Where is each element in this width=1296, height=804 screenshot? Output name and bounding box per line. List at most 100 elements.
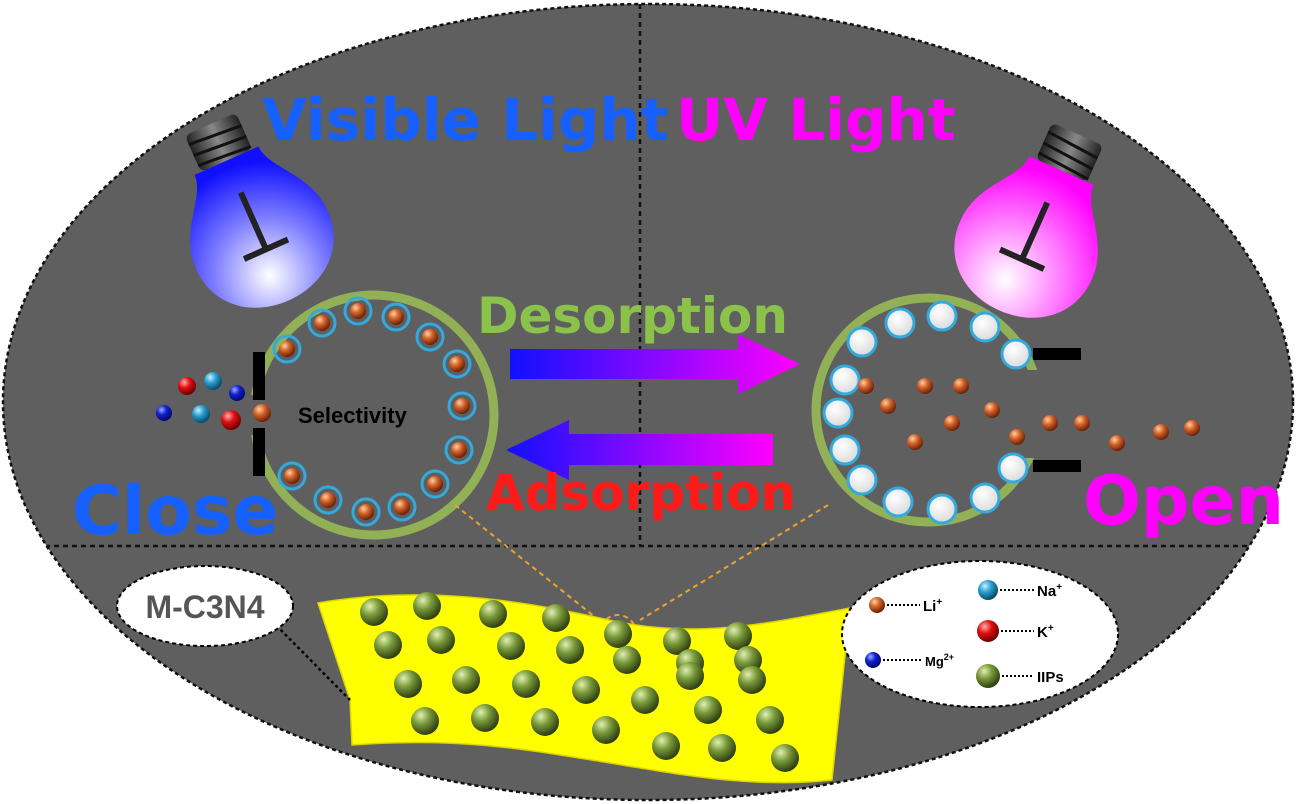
legend-iips: IIPs bbox=[976, 664, 1064, 688]
iip-sphere bbox=[427, 626, 455, 654]
empty-site bbox=[884, 307, 916, 339]
iip-sphere bbox=[471, 704, 499, 732]
imprinted-site bbox=[415, 322, 445, 352]
released-li-ion bbox=[1184, 420, 1200, 436]
li-ion bbox=[314, 315, 330, 331]
svg-text:IIPs: IIPs bbox=[1037, 669, 1064, 686]
iip-sphere bbox=[531, 708, 559, 736]
iip-sphere bbox=[374, 631, 402, 659]
imprinted-site bbox=[313, 485, 343, 515]
empty-site bbox=[926, 300, 958, 332]
legend-na: Na+ bbox=[978, 580, 1062, 600]
released-li-ion bbox=[944, 415, 960, 431]
open-imprinted-cavity bbox=[811, 293, 1200, 527]
iip-sphere bbox=[604, 620, 632, 648]
adsorption-label: Adsorption bbox=[486, 464, 796, 522]
gate-bar-bottom bbox=[253, 428, 265, 476]
adsorption-arrow bbox=[506, 420, 773, 480]
iip-sphere bbox=[413, 592, 441, 620]
empty-site bbox=[829, 364, 861, 396]
iip-sphere bbox=[738, 666, 766, 694]
open-gate-bar-bottom bbox=[1033, 460, 1081, 472]
empty-site bbox=[1000, 338, 1032, 370]
iip-sphere bbox=[572, 676, 600, 704]
iip-sphere bbox=[542, 604, 570, 632]
empty-site bbox=[822, 397, 854, 429]
empty-site bbox=[882, 486, 914, 518]
imprinted-site bbox=[420, 469, 450, 499]
iip-sphere bbox=[497, 632, 525, 660]
closed-imprinted-cavity: Selectivity bbox=[238, 290, 499, 540]
imprinted-site bbox=[277, 461, 307, 491]
empty-site bbox=[969, 311, 1001, 343]
legend-li: Li+ bbox=[869, 597, 942, 615]
released-li-ion bbox=[1153, 424, 1169, 440]
gate-bar-top bbox=[253, 352, 265, 400]
iip-sphere bbox=[479, 600, 507, 628]
imprinted-site bbox=[442, 349, 472, 379]
iip-sphere bbox=[631, 686, 659, 714]
legend-mg: Mg2+ bbox=[865, 652, 954, 669]
iip-sphere bbox=[360, 598, 388, 626]
li-ion bbox=[449, 356, 465, 372]
li-ion bbox=[454, 398, 470, 414]
imprinted-site bbox=[381, 302, 411, 332]
imprinted-site bbox=[447, 391, 477, 421]
m-c3n4-callout: M-C3N4 bbox=[116, 565, 351, 701]
open-state-label: Open bbox=[1083, 462, 1284, 541]
svg-text:K+: K+ bbox=[1037, 623, 1054, 641]
sheet-iips bbox=[360, 592, 799, 772]
imprinted-site bbox=[351, 497, 381, 527]
released-li-ion bbox=[907, 434, 923, 450]
released-li-ion bbox=[1009, 429, 1025, 445]
legend: Li+ Na+ K+ Mg2+ IIPs bbox=[841, 560, 1119, 708]
iip-sphere bbox=[708, 734, 736, 762]
li-ion bbox=[388, 309, 404, 325]
svg-text:Na+: Na+ bbox=[1037, 582, 1062, 600]
iip-sphere bbox=[676, 662, 704, 690]
li-ion bbox=[422, 329, 438, 345]
close-state-label: Close bbox=[72, 472, 279, 551]
uv-light-title: UV Light bbox=[676, 86, 956, 154]
open-gate-bar-top bbox=[1033, 348, 1081, 360]
released-li-ion bbox=[1109, 435, 1125, 451]
empty-site bbox=[829, 434, 861, 466]
empty-site bbox=[846, 464, 878, 496]
li-ion bbox=[358, 504, 374, 520]
imprinted-site bbox=[307, 308, 337, 338]
imprinted-site bbox=[387, 492, 417, 522]
iip-sphere bbox=[756, 706, 784, 734]
li-ion bbox=[284, 468, 300, 484]
iip-sphere bbox=[452, 666, 480, 694]
iip-sphere bbox=[411, 707, 439, 735]
released-li-ion bbox=[984, 402, 1000, 418]
iip-sphere bbox=[694, 696, 722, 724]
li-ion bbox=[350, 303, 366, 319]
iip-sphere bbox=[394, 670, 422, 698]
m-c3n4-label: M-C3N4 bbox=[145, 589, 264, 625]
uv-light-bulb-icon bbox=[954, 124, 1102, 318]
imprinted-site bbox=[343, 296, 373, 326]
empty-site bbox=[926, 493, 958, 525]
selectivity-label: Selectivity bbox=[298, 403, 408, 428]
li-ion bbox=[279, 341, 295, 357]
released-li-ion bbox=[917, 378, 933, 394]
imprinted-site bbox=[272, 334, 302, 364]
iip-sphere bbox=[592, 716, 620, 744]
released-li-ion bbox=[1042, 415, 1058, 431]
li-ion bbox=[394, 499, 410, 515]
released-li-ion bbox=[880, 398, 896, 414]
empty-site bbox=[997, 452, 1029, 484]
iip-sphere bbox=[652, 732, 680, 760]
desorption-label: Desorption bbox=[477, 287, 788, 345]
iip-sphere bbox=[771, 744, 799, 772]
iip-sphere bbox=[613, 646, 641, 674]
released-li-ion bbox=[858, 378, 874, 394]
li-ion bbox=[320, 492, 336, 508]
legend-k: K+ bbox=[977, 620, 1054, 642]
released-li-ion bbox=[953, 378, 969, 394]
li-ion bbox=[427, 476, 443, 492]
visible-light-title: Visible Light bbox=[262, 86, 668, 154]
iip-sphere bbox=[512, 670, 540, 698]
